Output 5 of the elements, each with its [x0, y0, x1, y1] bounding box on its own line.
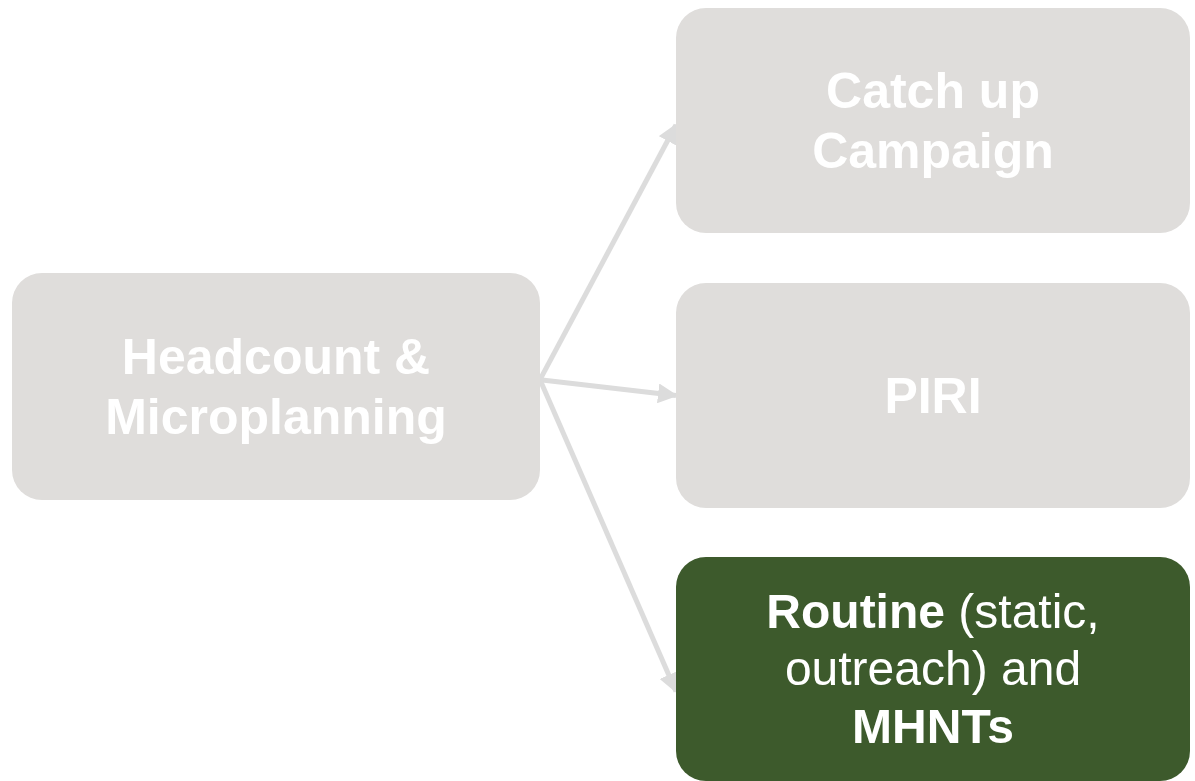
process-box — [12, 273, 540, 500]
process-box — [676, 283, 1190, 508]
process-box — [676, 8, 1190, 233]
process-box — [676, 557, 1190, 781]
box-label: Routine (static, outreach) and MHNTs — [765, 583, 1101, 755]
